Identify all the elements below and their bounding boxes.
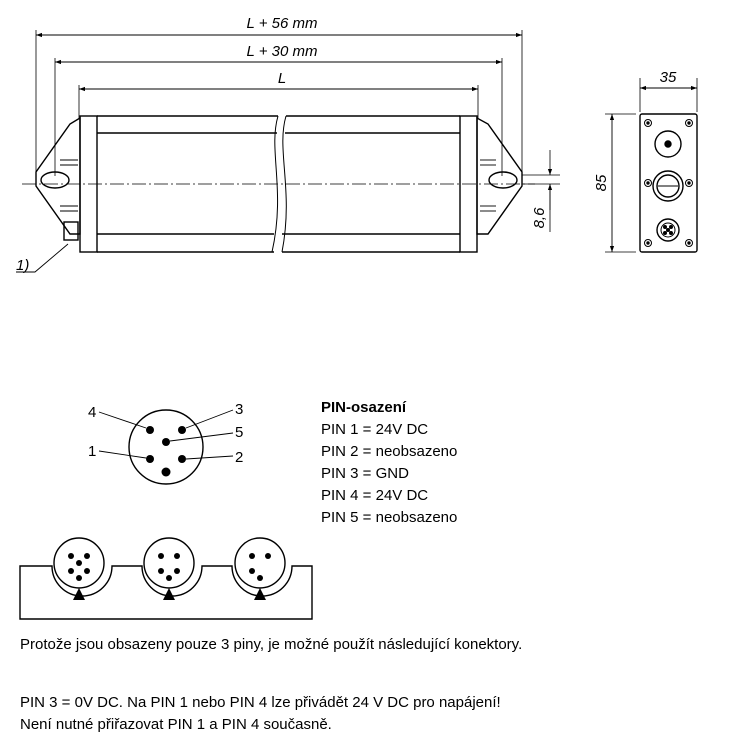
break-line-left <box>271 115 279 253</box>
end-view <box>605 78 698 253</box>
pin-assignment-title: PIN-osazení <box>321 399 407 416</box>
power-note: PIN 3 = 0V DC. Na PIN 1 nebo PIN 4 lze p… <box>20 692 501 736</box>
pin-assignment-5: PIN 5 = neobsazeno <box>321 509 458 526</box>
connector-face <box>128 409 204 485</box>
right-end-cap <box>459 115 478 253</box>
pin-label-5: 5 <box>235 424 243 441</box>
connector-holder-outline <box>19 565 313 620</box>
alignment-arrow-icon <box>254 588 266 600</box>
bracket-details <box>60 159 496 212</box>
switch-knob <box>652 170 684 202</box>
footnote-marker: 1) <box>16 257 29 274</box>
connector-option-3 <box>234 537 286 600</box>
dim-offset: 8,6 <box>531 207 548 229</box>
pin-4-contact <box>146 426 154 434</box>
dim-height: 85 <box>593 174 610 191</box>
power-note-line-1: PIN 3 = 0V DC. Na PIN 1 nebo PIN 4 lze p… <box>20 694 501 711</box>
cable-connector <box>63 221 79 241</box>
connector-option-1 <box>53 537 105 600</box>
pin-contacts <box>146 426 186 477</box>
footnote-leader <box>16 243 69 273</box>
side-view <box>16 30 560 273</box>
pin-label-1: 1 <box>88 443 96 460</box>
pin-assignment-2: PIN 2 = neobsazeno <box>321 443 458 460</box>
dim-overall-length: L + 56 mm <box>246 15 317 32</box>
body-right-half <box>282 115 460 253</box>
offset-dimension <box>522 150 560 232</box>
dim-body-length: L <box>278 70 286 87</box>
pin-3-contact <box>178 426 186 434</box>
pin-assignment-table: PIN-osazení PIN 1 = 24V DC PIN 2 = neobs… <box>321 397 457 529</box>
alignment-arrow-icon <box>163 588 175 600</box>
dim-depth: 35 <box>660 69 677 86</box>
break-line-right <box>281 115 287 253</box>
body-left-half <box>97 115 278 253</box>
extension-lines <box>35 30 523 186</box>
alignment-arrow-icon <box>73 588 85 600</box>
pin-label-2: 2 <box>235 449 243 466</box>
pin-leaders <box>98 409 234 460</box>
pin-1-contact <box>146 455 154 463</box>
pin-assignment-4: PIN 4 = 24V DC <box>321 487 429 504</box>
pin-assignment-1: PIN 1 = 24V DC <box>321 421 429 438</box>
end-plate <box>639 113 698 253</box>
pin-label-3: 3 <box>235 401 243 418</box>
end-plate-screws <box>644 119 693 247</box>
dim-hole-spacing: L + 30 mm <box>246 43 317 60</box>
m12-connector <box>656 218 680 242</box>
power-note-line-2: Není nutné přiřazovat PIN 1 a PIN 4 souč… <box>20 716 332 733</box>
connector-options <box>19 537 313 620</box>
left-mounting-slot <box>40 171 70 189</box>
end-view-extension-lines <box>605 78 698 253</box>
connector-option-2 <box>143 537 195 600</box>
pin-5-contact <box>162 438 170 446</box>
cable-gland <box>654 130 682 158</box>
connector-note: Protože jsou obsazeny pouze 3 piny, je m… <box>20 636 523 653</box>
pin-label-4: 4 <box>88 404 96 421</box>
coding-key <box>161 467 171 477</box>
pin-diagram: 4 3 5 1 2 <box>88 401 243 485</box>
pin-2-contact <box>178 455 186 463</box>
right-mounting-slot <box>488 171 518 189</box>
pin-assignment-3: PIN 3 = GND <box>321 465 409 482</box>
